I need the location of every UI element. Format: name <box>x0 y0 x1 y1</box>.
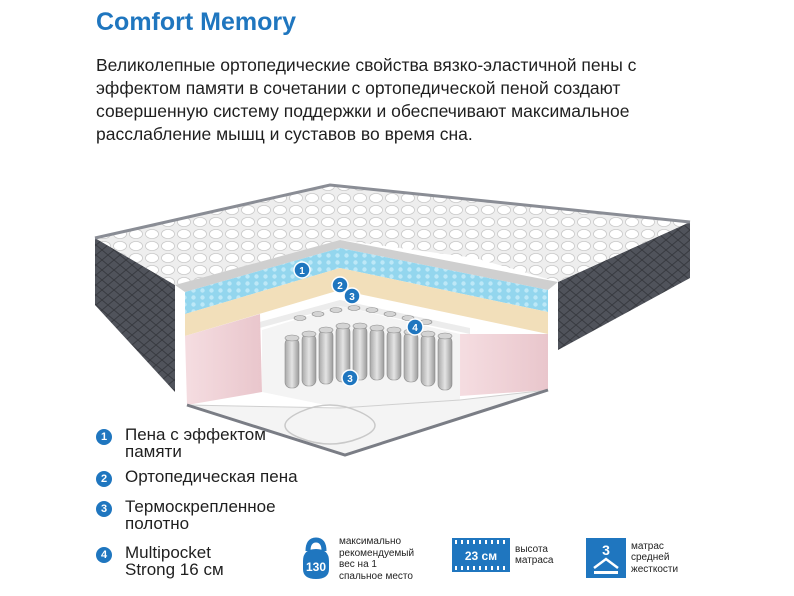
marker-3: 3 <box>343 287 361 305</box>
marker-1: 1 <box>293 261 311 279</box>
description-line: Великолепные ортопедические свойства вяз… <box>96 55 637 75</box>
legend-number-badge: 1 <box>96 429 112 445</box>
svg-text:1: 1 <box>299 266 305 277</box>
description-line: совершенную систему поддержки и обеспечи… <box>96 101 630 121</box>
spec-firmness-text: матрас <box>631 540 664 552</box>
height-ruler-icon: 23 см <box>452 538 510 572</box>
legend-number-badge: 4 <box>96 547 112 563</box>
orthopedic-foam-layer <box>185 268 548 336</box>
legend-label: Multipocket <box>125 543 211 562</box>
svg-text:4: 4 <box>412 323 418 334</box>
marker-4: 4 <box>406 318 424 336</box>
svg-text:3: 3 <box>602 542 610 558</box>
legend-item: 1 Пена с эффектом памяти <box>96 426 266 460</box>
svg-text:3: 3 <box>347 374 353 385</box>
mattress-left-side <box>95 238 175 392</box>
spec-max-weight: 130 максимально рекомендуемый вес на 1 с… <box>298 536 414 582</box>
svg-text:130: 130 <box>306 560 326 574</box>
layer-markers: 1 2 3 4 3 <box>293 261 424 387</box>
description-line: эффектом памяти в сочетании с ортопедиче… <box>96 78 621 98</box>
kettlebell-icon: 130 <box>303 537 329 579</box>
description-line: расслабление мышц и суставов во время сн… <box>96 124 473 144</box>
pocket-springs-block <box>284 305 453 391</box>
legend-label: Пена с эффектом <box>125 425 266 444</box>
legend-item: 2 Ортопедическая пена <box>96 468 298 487</box>
spec-height-text: матраса <box>515 555 554 566</box>
legend-label: Strong 16 см <box>125 560 224 579</box>
spec-weight-text: максимально <box>339 536 402 547</box>
spec-weight-text: спальное место <box>339 570 413 582</box>
legend-number-badge: 2 <box>96 471 112 487</box>
spec-height: 23 см высота матраса <box>452 538 553 572</box>
legend-item: 4 Multipocket Strong 16 см <box>96 544 224 578</box>
spec-firmness: 3 матрас средней жесткости <box>586 538 678 578</box>
legend-number-badge: 3 <box>96 501 112 517</box>
side-foam-right <box>460 334 548 396</box>
legend-item: 3 Термоскрепленное полотно <box>96 498 276 532</box>
product-title: Comfort Memory <box>96 8 297 36</box>
legend-label: Ортопедическая пена <box>125 467 298 486</box>
spec-weight-text: рекомендуемый <box>339 547 415 559</box>
spec-firmness-text: средней <box>631 552 670 564</box>
svg-text:3: 3 <box>349 292 355 303</box>
svg-text:23 см: 23 см <box>465 549 497 563</box>
legend-label: памяти <box>125 442 182 461</box>
svg-text:2: 2 <box>337 281 343 292</box>
product-description: Великолепные ортопедические свойства вяз… <box>96 54 696 146</box>
mattress-top-cover <box>95 185 690 285</box>
spec-firmness-text: жесткости <box>631 563 679 575</box>
spec-height-text: высота <box>515 543 548 555</box>
spec-weight-text: вес на 1 <box>339 559 377 570</box>
mattress-right-side <box>558 222 690 350</box>
legend-label: Термоскрепленное <box>125 497 276 516</box>
firmness-icon: 3 <box>586 538 626 578</box>
side-foam-left <box>185 314 262 405</box>
marker-3-bottom: 3 <box>341 369 359 387</box>
memory-foam-layer <box>185 248 548 314</box>
legend-label: полотно <box>125 514 190 533</box>
marker-2: 2 <box>331 276 349 294</box>
